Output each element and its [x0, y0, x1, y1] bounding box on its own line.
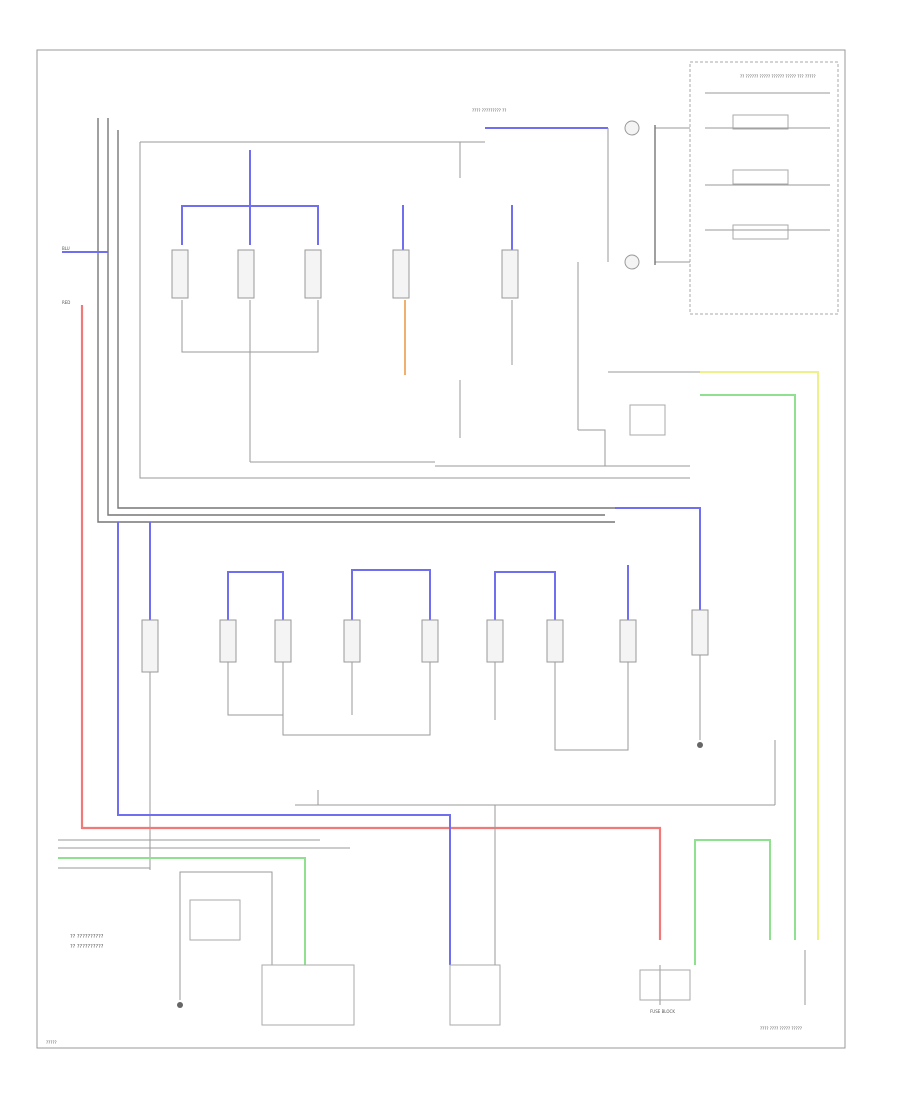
- left-wire-label-blue: BLU: [62, 246, 70, 251]
- switch-icon[interactable]: [171, 249, 189, 299]
- ground-icon: [177, 742, 703, 1008]
- lamp-icon: [624, 120, 640, 136]
- switch-icon[interactable]: [343, 619, 361, 663]
- switch-icon[interactable]: [219, 619, 237, 663]
- lamp-icon: [624, 254, 640, 270]
- main-buses: [97, 118, 775, 806]
- switch-icon[interactable]: [141, 619, 159, 673]
- right-side-wires: [577, 262, 819, 940]
- top-blue-feed: ???? ????????? ??: [472, 108, 690, 270]
- switch-icon[interactable]: [546, 619, 564, 663]
- switch-icon[interactable]: [486, 619, 504, 663]
- legend-title: ?? ?????? ????? ?????? ????? ??? ?????: [740, 74, 816, 79]
- switch-icon[interactable]: [421, 619, 439, 663]
- switch-icon[interactable]: [237, 249, 255, 299]
- multi-switch[interactable]: [261, 964, 355, 1026]
- switch-icon[interactable]: [392, 249, 410, 299]
- switch-icon[interactable]: [691, 609, 709, 656]
- bottom-section: ?? ?????????? ?? ?????????? FUSE BLOCK ?…: [46, 805, 806, 1045]
- option-legend-box: ?? ?????? ????? ?????? ????? ??? ?????: [689, 61, 839, 315]
- fuse-block-label: FUSE BLOCK: [650, 1009, 675, 1014]
- switch-icon[interactable]: [501, 249, 519, 299]
- switch-icon[interactable]: [304, 249, 322, 299]
- upper-switch-row: [171, 142, 519, 462]
- legend-line-2: ?? ??????????: [70, 944, 104, 950]
- legend-line-1: ?? ??????????: [70, 934, 104, 940]
- connector-icon: [449, 964, 501, 1026]
- switch-icon[interactable]: [274, 619, 292, 663]
- bottom-right-label: ???? ???? ????? ?????: [760, 1026, 802, 1031]
- top-connector-label: ???? ????????? ??: [472, 108, 506, 113]
- switch-icon[interactable]: [619, 619, 637, 663]
- corner-code: ?????: [46, 1040, 57, 1045]
- lower-switch-row: [141, 507, 776, 870]
- diagram-frame: [36, 49, 846, 1049]
- left-wire-label-red: RED: [62, 300, 70, 305]
- long-runs: BLU RED: [62, 246, 662, 965]
